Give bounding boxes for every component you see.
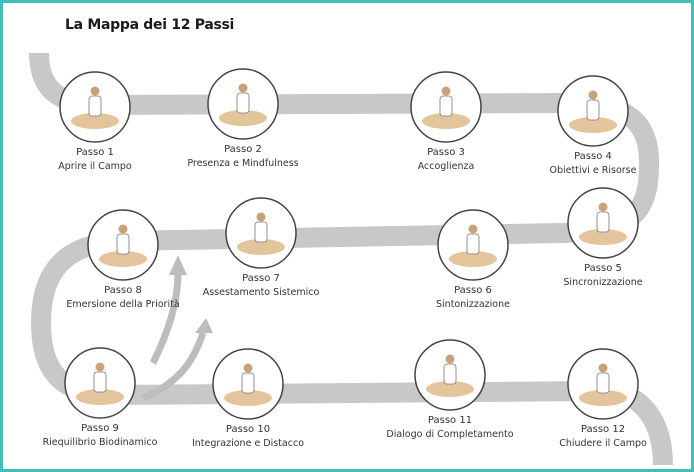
mat (449, 251, 497, 267)
step-name: Riequilibrio Biodinamico (42, 437, 158, 448)
figure-head (441, 86, 451, 96)
standing-figure-icon (59, 71, 131, 143)
seated-figure-icon (567, 348, 639, 420)
arrowhead-icon (169, 255, 187, 275)
figure-body (596, 211, 610, 233)
step-name: Integrazione e Distacco (191, 438, 305, 449)
seated-conversation-icon (414, 339, 486, 411)
step-label: Passo 1 Aprire il Campo (5, 146, 185, 174)
two-people-greeting-icon (410, 71, 482, 143)
step-number: Passo 1 (76, 147, 114, 158)
figure-body (443, 363, 457, 385)
figure-body (116, 233, 130, 255)
figure-body (254, 221, 268, 243)
step-name: Obiettivi e Risorse (549, 165, 637, 176)
treatment-table-icon (437, 209, 509, 281)
figure-head (445, 354, 455, 364)
step-name: Assestamento Sistemico (202, 287, 320, 298)
figure-head (598, 363, 608, 373)
figure-body (88, 95, 102, 117)
figure-head (468, 224, 478, 234)
step-label: Passo 12 Chiudere il Campo (513, 423, 691, 451)
arrow-icon (141, 331, 207, 402)
figure-head (588, 90, 598, 100)
mat (224, 390, 272, 406)
path-diagram (29, 52, 673, 466)
meditating-figure-icon (207, 68, 279, 140)
figure-body (241, 372, 255, 394)
step-name: Accoglienza (417, 161, 475, 172)
figure-head (95, 362, 105, 372)
step-name: Dialogo di Completamento (386, 429, 514, 440)
mat (76, 389, 124, 405)
treatment-table-icon (567, 187, 639, 259)
figure-head (90, 86, 100, 96)
step-label: Passo 11 Dialogo di Completamento (360, 414, 540, 442)
loop-arrows (141, 255, 213, 402)
figure-head (238, 83, 248, 93)
arrowhead-icon (195, 318, 213, 333)
figure-head (598, 202, 608, 212)
mat (569, 117, 617, 133)
step-label: Passo 8 Emersione della Priorità (33, 284, 213, 312)
figure-body (596, 372, 610, 394)
figure-body (236, 92, 250, 114)
diagram-title: La Mappa dei 12 Passi (65, 17, 235, 33)
mat (99, 251, 147, 267)
step-name: Sincronizzazione (563, 277, 643, 288)
step-name: Presenza e Mindfulness (187, 158, 299, 169)
step-number: Passo 6 (454, 285, 492, 296)
step-label: Passo 10 Integrazione e Distacco (158, 423, 338, 451)
hands-on-head-icon (87, 209, 159, 281)
step-number: Passo 7 (242, 273, 280, 284)
step-label: Passo 5 Sincronizzazione (513, 262, 691, 290)
step-label: Passo 4 Obiettivi e Risorse (503, 150, 683, 178)
step-number: Passo 12 (580, 424, 626, 435)
step-label: Passo 9 Riequilibrio Biodinamico (10, 422, 190, 450)
mat (426, 381, 474, 397)
mat (579, 390, 627, 406)
figure-body (439, 95, 453, 117)
step-name: Chiudere il Campo (559, 438, 647, 449)
arrow-icon (149, 272, 182, 365)
mat (219, 110, 267, 126)
mat (237, 239, 285, 255)
mat (579, 229, 627, 245)
step-name: Emersione della Priorità (66, 299, 180, 310)
treatment-table-icon (64, 347, 136, 419)
step-number: Passo 10 (225, 424, 271, 435)
step-number: Passo 5 (584, 263, 622, 274)
step-number: Passo 8 (104, 285, 142, 296)
practitioner-at-table-icon (225, 197, 297, 269)
step-label: Passo 3 Accoglienza (356, 146, 536, 174)
step-name: Sintonizzazione (436, 299, 510, 310)
mat (422, 113, 470, 129)
step-label: Passo 7 Assestamento Sistemico (171, 272, 351, 300)
mat (71, 113, 119, 129)
figure-head (118, 224, 128, 234)
resting-client-icon (212, 348, 284, 420)
figure-head (243, 363, 253, 373)
seated-conversation-icon (557, 75, 629, 147)
step-number: Passo 9 (81, 423, 119, 434)
figure-head (256, 212, 266, 222)
step-label: Passo 2 Presenza e Mindfulness (153, 143, 333, 171)
step-number: Passo 2 (224, 144, 262, 155)
step-number: Passo 3 (427, 147, 465, 158)
step-label: Passo 6 Sintonizzazione (383, 284, 563, 312)
step-number: Passo 11 (427, 415, 473, 426)
step-number: Passo 4 (574, 151, 612, 162)
figure-body (586, 99, 600, 121)
step-name: Aprire il Campo (58, 161, 132, 172)
figure-body (466, 233, 480, 255)
figure-body (93, 371, 107, 393)
